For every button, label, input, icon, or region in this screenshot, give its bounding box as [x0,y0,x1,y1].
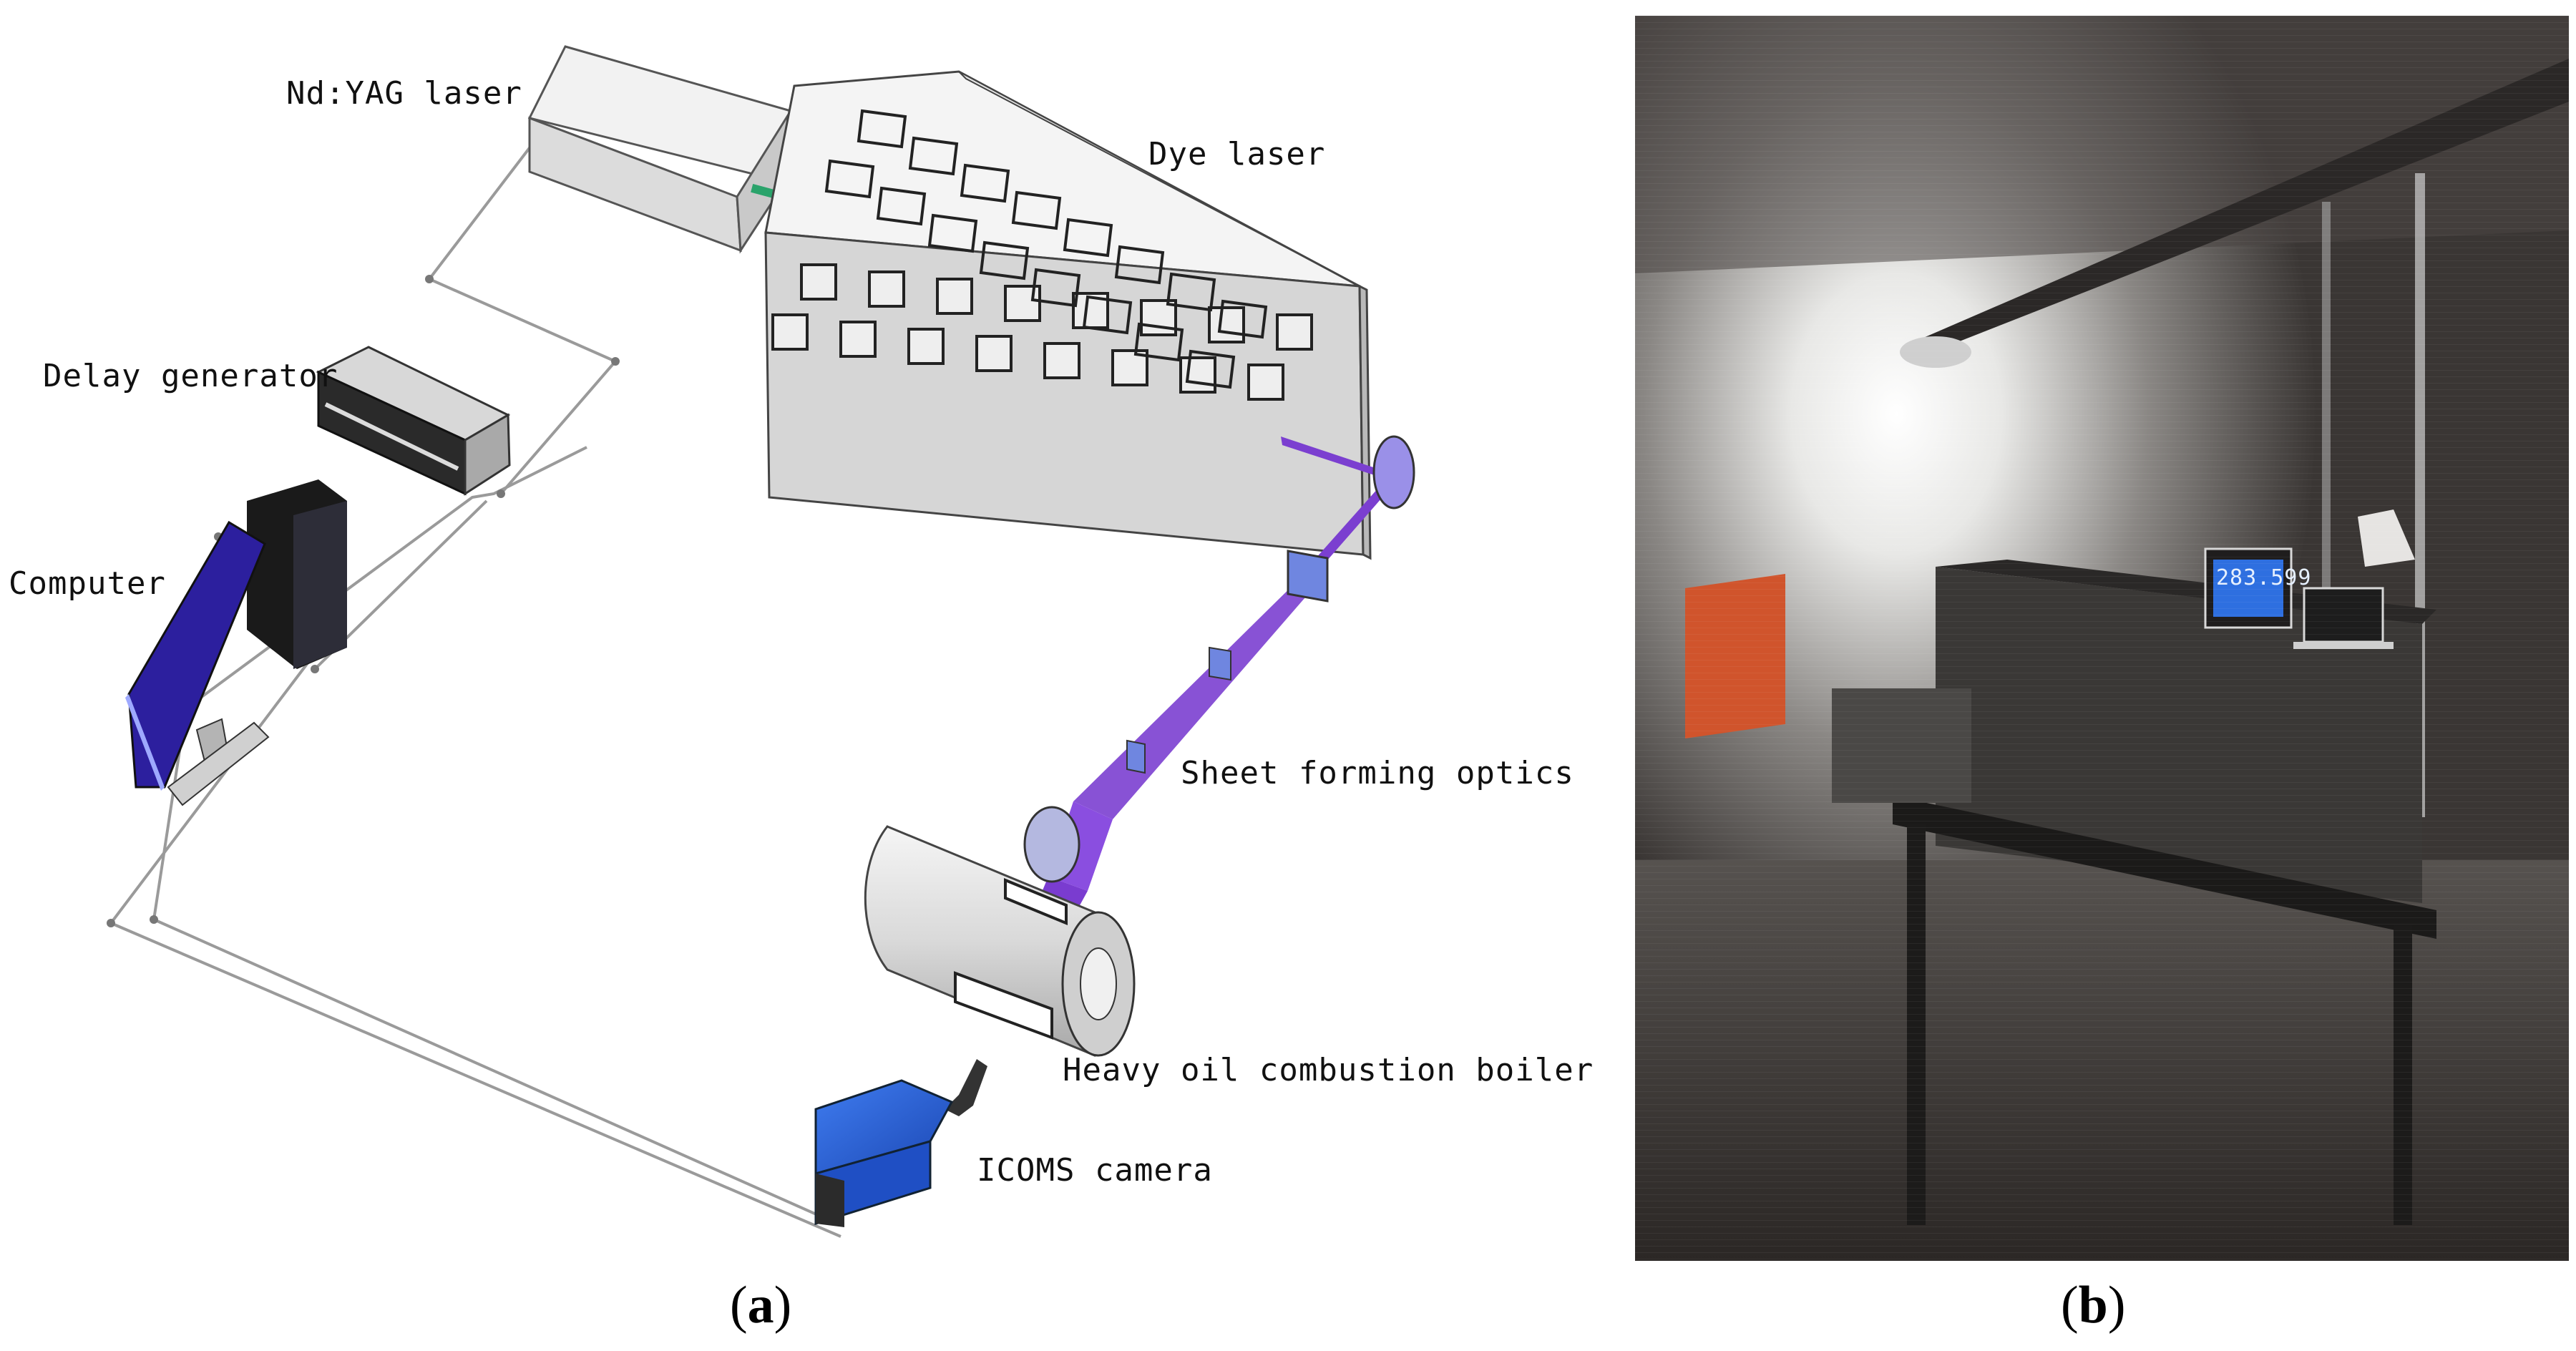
dye-laser-top-window [1082,295,1133,335]
dye-laser-top-window [876,186,927,226]
wavelength-readout: 283.599 [2216,565,2312,590]
dye-laser-top-window [1185,349,1236,389]
schematic-drawing [107,45,1415,1238]
dye-laser-front-window [868,270,905,308]
label-nd-yag-laser: Nd:YAG laser [286,75,522,112]
dye-laser-front-window [1179,356,1216,394]
label-delay-generator: Delay generator [43,358,338,394]
signal-wires [108,132,841,1238]
schematic-panel: Nd:YAG laser Dye laser Delay generator C… [9,45,1594,1335]
label-dye-laser: Dye laser [1148,136,1326,172]
dye-laser-top-window [1063,218,1113,258]
dye-laser-top-window [1133,322,1184,362]
computer-station [125,479,347,806]
dye-laser-front-window [800,263,837,301]
label-sheet-forming-optics: Sheet forming optics [1181,755,1574,791]
dye-laser-top-window [908,136,959,176]
dye-laser-front-window [1043,342,1080,379]
label-computer: Computer [9,565,166,602]
lab-photo [1635,16,2569,1261]
dye-laser-top-window [1166,272,1216,312]
dye-laser-front-window [1208,306,1245,343]
lab-photo-drawing [1635,16,2569,1261]
dye-laser-front-window [907,328,945,365]
dye-laser-top-window [927,213,978,253]
dye-laser-front-window [839,321,877,358]
delay-generator [316,346,511,496]
dye-laser-top-window [824,159,875,199]
dye-laser-windows [771,109,1313,401]
nd-yag-laser-box [527,45,796,254]
dye-laser-front-window [936,278,973,315]
dye-laser-top-window [979,240,1030,281]
caption-a: (a) [730,1276,792,1335]
icoms-camera [814,1059,987,1227]
dye-laser-front-window [771,313,809,351]
dye-laser-top-window [1217,299,1268,339]
dye-laser-front-window [1276,313,1313,351]
label-heavy-oil-combustion-boiler: Heavy oil combustion boiler [1063,1052,1594,1088]
dye-laser-top-window [1011,190,1062,230]
dye-laser-top-window [960,163,1010,203]
dye-laser-top-window [1030,268,1081,308]
dye-laser-front-window [1247,364,1284,401]
label-icoms-camera: ICOMS camera [977,1152,1213,1189]
dye-laser-top-window [1114,245,1165,285]
caption-b: (b) [2061,1276,2126,1335]
optics [1023,435,1415,883]
dye-laser-front-window [975,335,1013,372]
dye-laser-top-window [857,109,907,149]
boiler-cylinder [864,825,1136,1057]
